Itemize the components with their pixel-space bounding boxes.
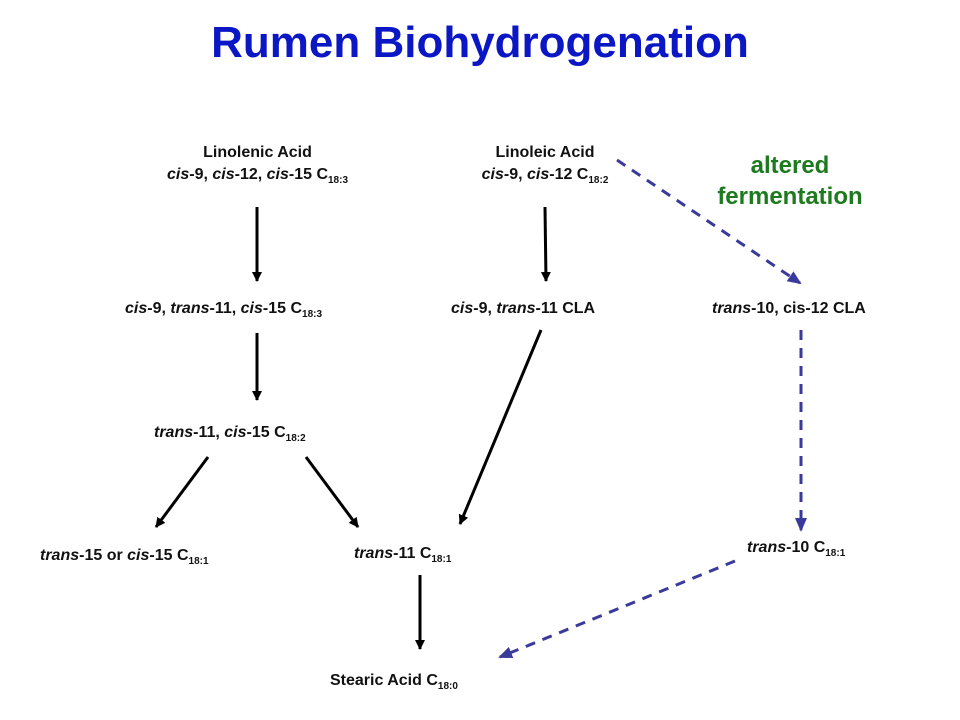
node-name: Linolenic Acid bbox=[203, 144, 312, 161]
node-stearic-acid: Stearic Acid C18:0 bbox=[330, 672, 458, 692]
dashed-arrow-t10-to-stearic bbox=[498, 559, 736, 659]
arrow-t11c15-to-t15c15 bbox=[154, 456, 210, 528]
arrow-linoleic-to-c9t11cla bbox=[540, 206, 551, 282]
annotation-line-2: fermentation bbox=[717, 183, 863, 211]
node-t10-c12-cla: trans-10, cis-12 CLA bbox=[712, 300, 866, 317]
node-c9-t11-c15-c18-3: cis-9, trans-11, cis-15 C18:3 bbox=[125, 300, 323, 320]
node-linoleic-acid: Linoleic Acid cis-9, cis-12 C18:2 bbox=[445, 142, 645, 185]
node-formula: cis-9, cis-12, cis-15 C18:3 bbox=[166, 165, 349, 186]
annotation-line-1: altered bbox=[750, 152, 830, 179]
altered-fermentation-label: altered fermentation bbox=[700, 150, 880, 212]
node-linolenic-acid: Linolenic Acid cis-9, cis-12, cis-15 C18… bbox=[120, 142, 395, 185]
diagram-title: Rumen Biohydrogenation bbox=[211, 18, 749, 67]
node-t11-c15-c18-2: trans-11, cis-15 C18:2 bbox=[154, 424, 306, 444]
node-name: Linoleic Acid bbox=[495, 144, 595, 161]
arrow-t11c15-to-t11 bbox=[304, 456, 360, 528]
node-c9-t11-cla: cis-9, trans-11 CLA bbox=[451, 300, 596, 317]
node-t10-c18-1: trans-10 C18:1 bbox=[747, 539, 846, 559]
arrow-c9t11cla-to-t11 bbox=[458, 329, 543, 525]
node-t15-or-c15-c18-1: trans-15 or cis-15 C18:1 bbox=[40, 547, 209, 567]
node-formula: cis-9, cis-12 C18:2 bbox=[481, 165, 609, 186]
dashed-arrow-linoleic-to-t10c12cla bbox=[616, 158, 802, 285]
node-t11-c18-1: trans-11 C18:1 bbox=[354, 545, 452, 565]
